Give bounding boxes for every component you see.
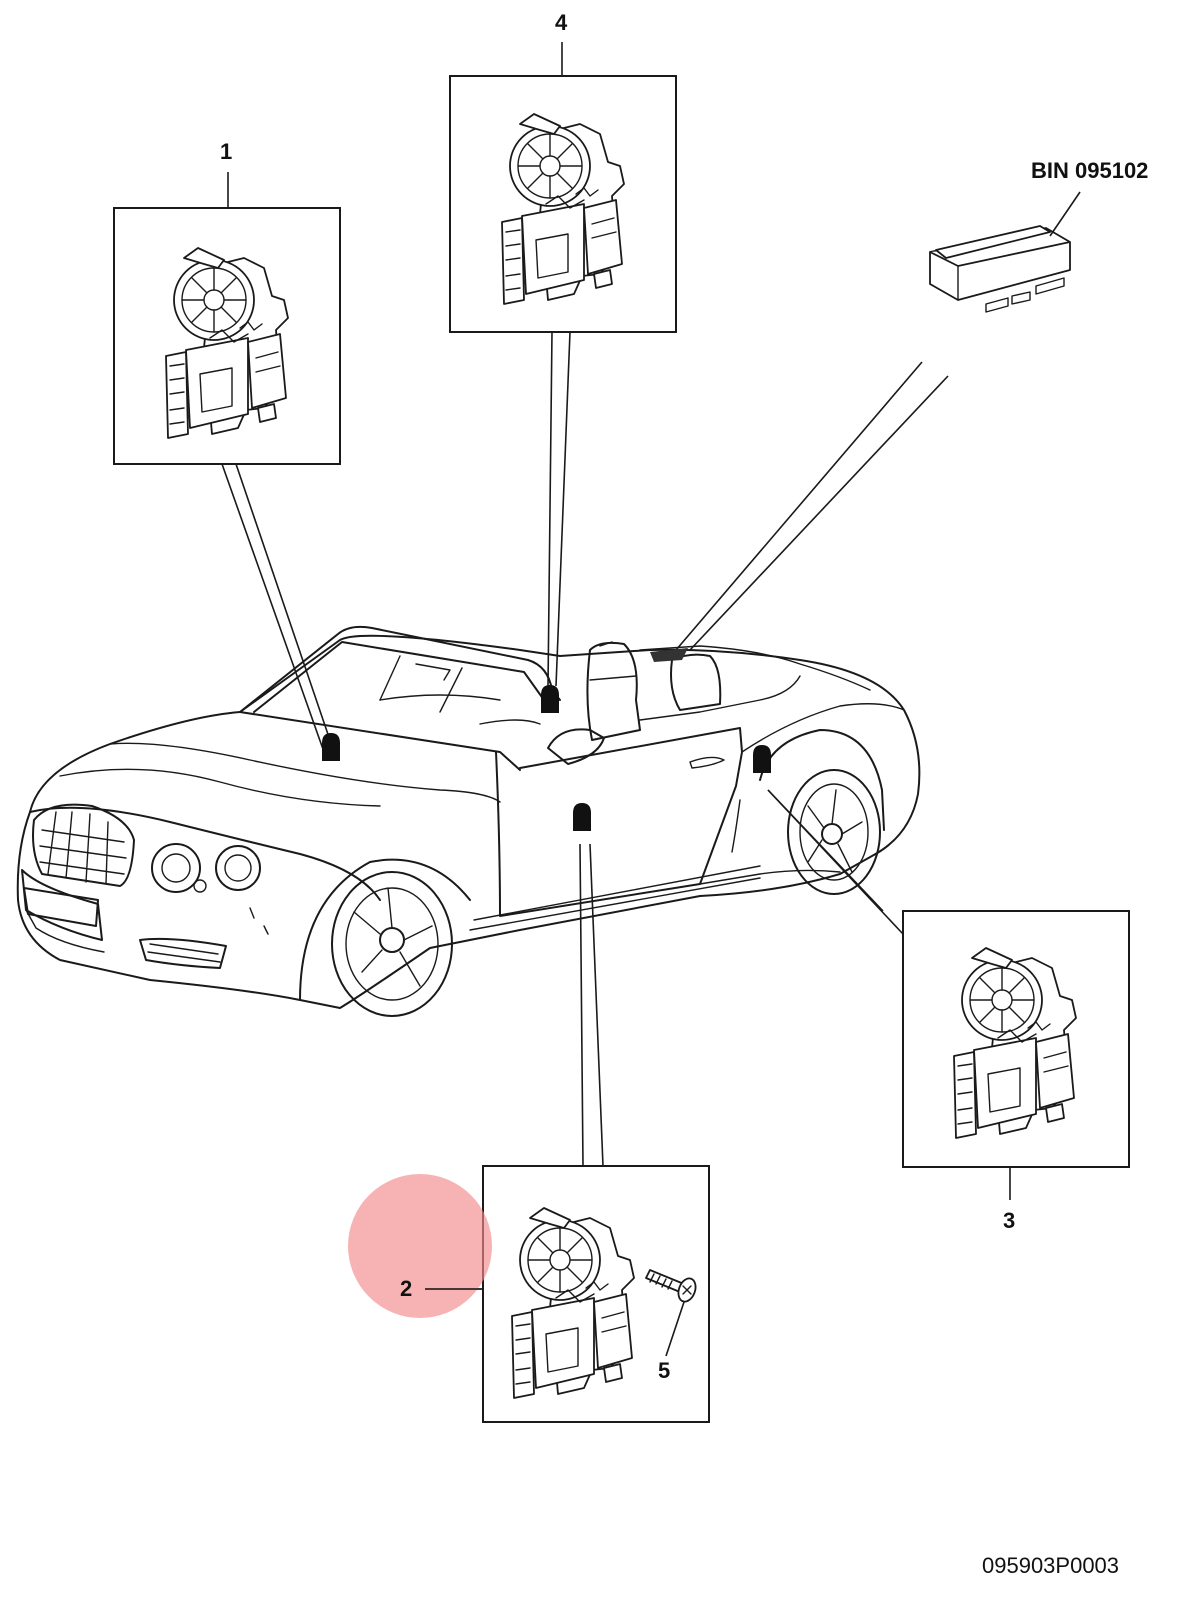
control-module-icon [929,225,1071,313]
screw-icon [645,1269,697,1303]
callout-part-1: 1 [220,139,233,164]
box-part-1 [113,207,341,465]
box-part-4 [449,75,677,333]
convertible-car-icon [16,625,921,1017]
callout-part-2: 2 [400,1276,413,1301]
callout-bin-label: BIN 095102 [1031,158,1149,183]
highlight-circle [348,1174,492,1318]
box-part-2 [482,1165,710,1423]
box-part-3 [902,910,1130,1168]
drawing-number: 095903P0003 [982,1553,1120,1578]
callout-part-3: 3 [1003,1208,1016,1233]
callout-part-5: 5 [658,1358,671,1383]
callout-part-4: 4 [555,10,568,35]
